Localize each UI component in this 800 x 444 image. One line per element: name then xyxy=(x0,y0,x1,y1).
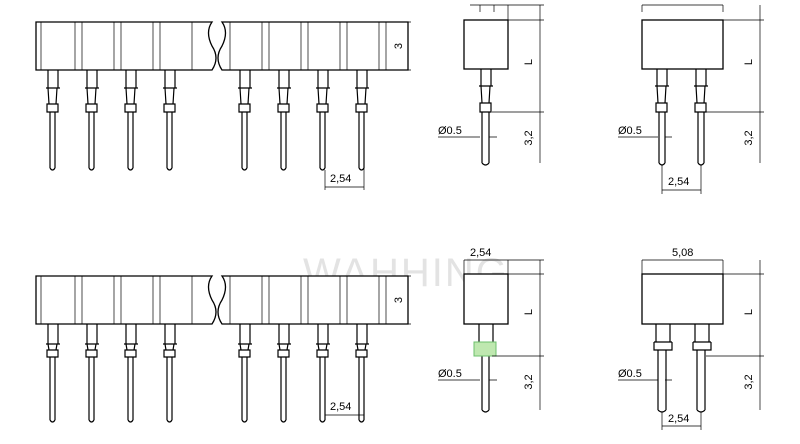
dim-pin-32: 3,2 xyxy=(523,130,535,145)
dim-height-label: 3 xyxy=(393,43,405,49)
strip-body-right-b xyxy=(217,275,409,325)
dim-pitch-side-top: 2,54 xyxy=(668,176,689,188)
strip-front-view-top: 3 2,54 xyxy=(35,21,411,190)
dim-height-bottom: 3 xyxy=(385,275,411,325)
side-view-single-top: L 3,2 Ø0.5 xyxy=(438,4,544,166)
dim-dia-05-4: Ø0.5 xyxy=(618,368,642,380)
dim-length-L-4: L xyxy=(743,309,755,315)
side-view-double-top: L 3,2 Ø0.5 2,54 xyxy=(618,4,764,194)
pins-top-left xyxy=(46,70,177,171)
strip-body-left xyxy=(35,21,217,71)
dim-pitch-top: 2,54 xyxy=(324,140,365,190)
dim-length-L-3: L xyxy=(523,309,535,315)
strip-body-right xyxy=(217,21,409,71)
side-view-double-bottom: 5,08 L 3,2 Ø0.5 2,54 xyxy=(618,247,764,430)
dim-dia-05-3: Ø0.5 xyxy=(438,368,462,380)
side-view-single-bottom: 2,54 L 3,2 Ø0.5 xyxy=(438,247,544,413)
dim-pin-32-2: 3,2 xyxy=(743,130,755,145)
dim-pitch-label-b: 2,54 xyxy=(330,401,351,413)
dim-pitch-side-bottom: 2,54 xyxy=(668,413,689,425)
dim-width-508: 5,08 xyxy=(672,247,693,259)
dim-length-L-2: L xyxy=(743,59,755,65)
pins-bottom-left xyxy=(46,324,177,423)
dim-dia-05-2: Ø0.5 xyxy=(618,125,642,137)
dim-height-label-b: 3 xyxy=(393,297,405,303)
dim-pitch-label: 2,54 xyxy=(330,173,351,185)
highlight-mark xyxy=(473,341,497,357)
pins-bottom-right xyxy=(238,324,369,423)
dim-pin-32-4: 3,2 xyxy=(743,374,755,389)
dim-pitch-bottom: 2,54 xyxy=(324,395,365,418)
dim-pin-32-3: 3,2 xyxy=(523,374,535,389)
dim-width-254: 2,54 xyxy=(470,247,491,259)
dim-length-L: L xyxy=(523,59,535,65)
strip-body-left-b xyxy=(35,275,217,325)
strip-front-view-bottom: 3 2,54 xyxy=(35,275,411,423)
dim-dia-05: Ø0.5 xyxy=(438,125,462,137)
dim-height-top: 3 xyxy=(385,21,411,71)
pins-top-right xyxy=(238,70,369,171)
